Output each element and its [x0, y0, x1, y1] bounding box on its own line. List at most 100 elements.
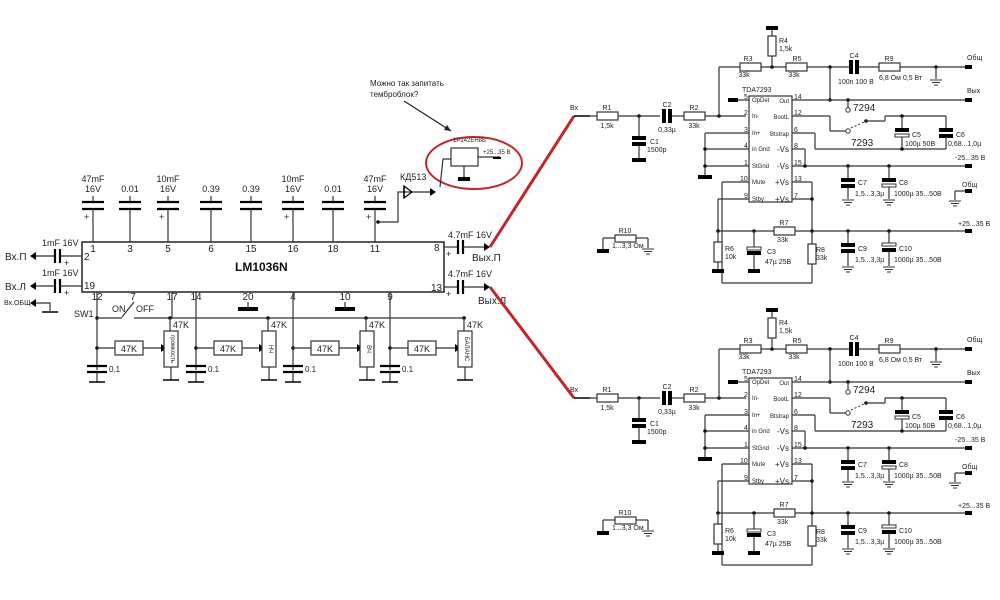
input-left-label: Вх.Л: [5, 282, 26, 293]
part-value: 100n 100 В: [838, 79, 874, 86]
pin-name: BootL: [773, 397, 789, 403]
pin-name: +Vs: [775, 178, 789, 187]
part-name: C7: [858, 462, 867, 469]
connection-line-left: [488, 286, 576, 399]
pin-number: 15: [794, 160, 802, 167]
pin-number: 9: [744, 475, 748, 482]
part-name: R5: [793, 56, 802, 63]
amp-input-label: Вх: [570, 387, 579, 394]
ground-icon: [929, 361, 943, 368]
pin-number: 15: [794, 442, 802, 449]
resistor-value: 47K: [414, 344, 430, 354]
cap-value: 0.1: [305, 365, 317, 374]
input-left[interactable]: + Вх.Л 1mF 16V 19: [5, 268, 96, 298]
pin-number: 13: [794, 458, 802, 465]
arrow-icon: [430, 188, 436, 196]
jumper-link[interactable]: [850, 403, 865, 411]
part-value: 47µ 25В: [765, 541, 792, 548]
question-line-2: темброблок?: [370, 90, 419, 99]
regulator-output: +25...35 В: [483, 150, 511, 156]
part-name: C6: [956, 414, 965, 421]
resistor-R2: [683, 111, 706, 121]
cap-voltage: 16V: [367, 184, 383, 194]
jumper-pad[interactable]: [845, 389, 851, 395]
pin-19: 19: [84, 281, 96, 292]
amp-input-label: Вх: [570, 105, 579, 112]
pin-7: 7: [130, 292, 136, 303]
jumper-pad[interactable]: [845, 107, 851, 113]
pin-number: 6: [794, 409, 798, 416]
pin-name: Btstrap: [770, 132, 790, 138]
regulator-label: 1Р142ЕН8Б: [453, 138, 486, 144]
part-value: 1...3,3 Ом: [612, 243, 644, 250]
ground-icon: [882, 266, 896, 273]
pin-number: 14: [794, 376, 802, 383]
jumper-pad[interactable]: [845, 128, 851, 134]
ground-icon: [841, 548, 855, 555]
input-arrow-icon: [30, 252, 36, 260]
switch-label: SW1: [74, 309, 94, 319]
part-name: R8: [816, 247, 825, 254]
ground-icon: [641, 248, 655, 255]
pointer-arrow-icon: [444, 125, 451, 131]
ground-icon: [948, 482, 962, 489]
terminal-gnd: Общ: [962, 181, 977, 189]
junction-dot: [703, 164, 707, 168]
ground-icon: [882, 199, 896, 206]
pin-name: Stby: [752, 197, 764, 203]
cap-value: 0.01: [121, 184, 139, 194]
resistor-R3: [739, 344, 762, 354]
part-name: C6: [956, 132, 965, 139]
pin-name: -Vs: [777, 145, 789, 154]
switch-sw1[interactable]: [121, 301, 135, 318]
top-capacitors: +47mF16V10.013+10mF16V50.3960.3915+10mF1…: [81, 174, 387, 255]
pot-label: БАЛАНС: [463, 337, 469, 362]
input-arrow-icon: [30, 299, 36, 307]
terminal-pos-supply: +25...35 В: [958, 221, 990, 228]
pin-name: StGnd: [752, 164, 769, 170]
ground-icon: [641, 530, 655, 537]
part-name: C10: [899, 528, 912, 535]
jumper-link[interactable]: [850, 121, 865, 129]
svg-text:+: +: [446, 249, 451, 259]
part-name: R7: [780, 502, 789, 509]
capacitor-pin-3: 0.013: [119, 184, 141, 255]
part-value: 33k: [777, 519, 789, 526]
part-value: 1,5k: [779, 46, 793, 53]
ground-icon: [841, 199, 855, 206]
capacitor-pin-6: 0.396: [200, 184, 222, 255]
pin-name: Mute: [752, 462, 766, 468]
output-left[interactable]: + 4.7mF 16V Вых.Л 13: [431, 269, 506, 307]
part-name: C10: [899, 246, 912, 253]
part-name: R9: [885, 56, 894, 63]
ground-icon: [948, 200, 962, 207]
cap-voltage: 16V: [85, 184, 101, 194]
switch-off-label: OFF: [136, 304, 154, 314]
pin-name: -Vs: [777, 444, 789, 453]
part-value: 33k: [788, 72, 800, 79]
cap-value: 47mF: [363, 174, 387, 184]
output-arrow-icon: [484, 243, 490, 251]
lm1036-section: LM1036N +47mF16V10.013+10mF16V50.3960.39…: [4, 79, 523, 383]
pin-number: 6: [794, 127, 798, 134]
output-right[interactable]: + 4.7mF 16V Вых.П 8: [434, 230, 501, 264]
terminal-common: Общ: [967, 54, 982, 62]
pin-name: in Gnd: [752, 429, 770, 435]
input-common[interactable]: Вх.ОБЩ: [4, 299, 58, 313]
terminal-neg-supply: -25...35 В: [955, 437, 986, 444]
resistor-R8: [807, 243, 817, 265]
part-name: C2: [663, 384, 672, 391]
tone-control-network: 47K0.1громкость47K47K0.1НЧ47K47K0.1ВЧ47K…: [87, 292, 483, 383]
jumper-pad[interactable]: [845, 410, 851, 416]
pin-10: 10: [339, 292, 351, 303]
pin-13: 13: [431, 283, 443, 294]
part-value: 33k: [688, 405, 700, 412]
pin-number: 8: [794, 425, 798, 432]
part-name: R3: [744, 56, 753, 63]
pin-number: 11: [370, 244, 381, 255]
terminal-pos-supply: +25...35 В: [958, 503, 990, 510]
input-right[interactable]: + Вх.П 1mF 16V 2: [5, 238, 90, 268]
pin-8: 8: [434, 243, 440, 254]
